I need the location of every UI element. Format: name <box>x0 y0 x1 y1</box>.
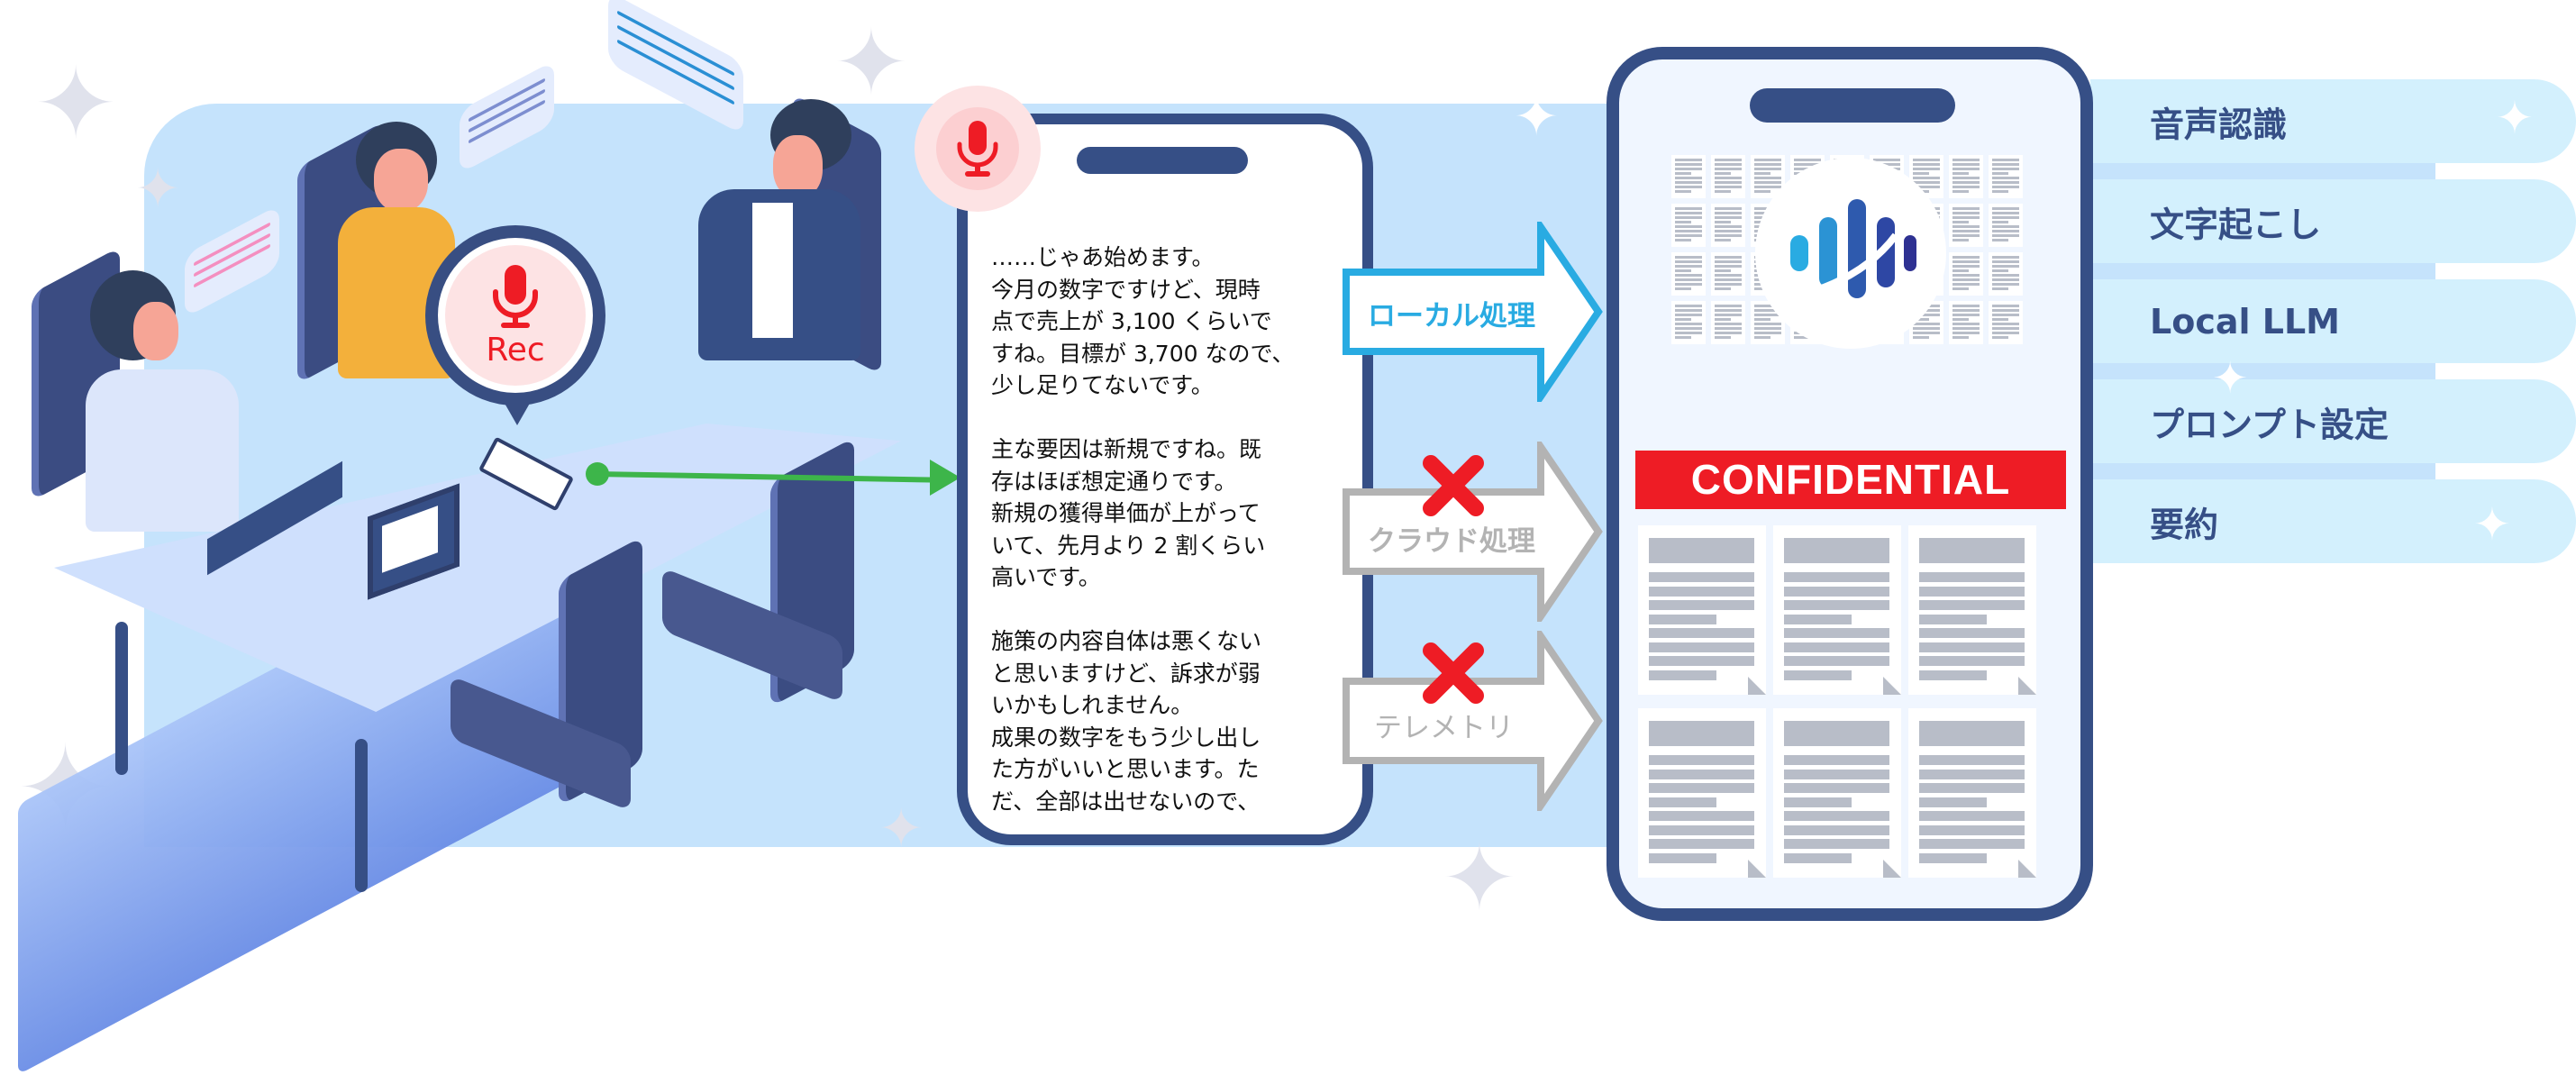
confidential-badge: CONFIDENTIAL <box>1635 451 2066 509</box>
document-icon <box>1909 301 1943 344</box>
feature-divider <box>2090 363 2435 379</box>
feature-item-transcription: 文字起こし <box>2090 179 2576 263</box>
arrow-right-icon <box>1343 442 1603 622</box>
document-icon <box>1671 155 1706 198</box>
document-icon <box>1989 155 2023 198</box>
document-icon <box>1671 252 1706 296</box>
document-icon <box>1908 525 2036 695</box>
sparkle-icon: ✦ <box>34 46 118 161</box>
arrow-right-icon <box>1343 631 1603 811</box>
blocked-x-icon <box>1423 455 1484 516</box>
person-face <box>133 302 178 360</box>
sparkle-icon: ✦ <box>2473 498 2511 551</box>
document-icon <box>1949 204 1983 247</box>
feature-item-local-llm: Local LLM <box>2090 279 2576 363</box>
rec-badge-inner: Rec <box>445 245 586 386</box>
document-icon <box>1773 525 1901 695</box>
document-icon <box>1949 252 1983 296</box>
document-icon <box>1751 301 1785 344</box>
microphone-icon <box>493 264 538 328</box>
document-icon <box>1989 301 2023 344</box>
document-icon <box>1638 525 1766 695</box>
sparkle-icon: ✦ <box>135 158 181 221</box>
feature-item-summary: 要約 ✦ <box>2090 479 2576 563</box>
feature-divider <box>2090 263 2435 279</box>
sparkle-icon: ✦ <box>1442 825 1517 931</box>
document-grid <box>1638 525 2065 878</box>
rec-badge: Rec <box>425 225 605 405</box>
blocked-x-icon <box>1423 642 1484 704</box>
document-icon <box>1638 708 1766 878</box>
app-logo <box>1755 158 1946 349</box>
arrow-right-icon <box>1343 222 1603 402</box>
arrow-right-icon <box>930 460 960 496</box>
document-icon <box>1711 301 1745 344</box>
document-icon <box>1949 301 1983 344</box>
feature-item-prompt-settings: プロンプト設定 ✦ <box>2090 357 2576 463</box>
feature-divider <box>2090 163 2435 179</box>
table-leg <box>115 622 128 775</box>
rec-label: Rec <box>486 331 545 369</box>
person-face <box>773 135 823 198</box>
person-face <box>374 149 428 212</box>
feature-divider <box>2090 463 2435 479</box>
rec-badge-pointer <box>503 400 532 425</box>
flow-label: テレメトリ <box>1374 712 1514 744</box>
document-icon <box>1671 301 1706 344</box>
phone-notch <box>1077 147 1248 174</box>
sparkle-icon: ✦ <box>2496 92 2534 144</box>
feature-label: 要約 <box>2150 505 2219 544</box>
microphone-icon <box>957 121 998 177</box>
audio-wave-logo-icon <box>1790 199 1916 298</box>
recording-indicator <box>915 86 1041 212</box>
flow-label: クラウド処理 <box>1368 525 1535 558</box>
document-icon <box>1671 204 1706 247</box>
sparkle-icon: ✦ <box>2212 353 2249 404</box>
person-body <box>86 369 239 532</box>
table-leg <box>355 739 368 892</box>
person-shirt <box>752 203 793 338</box>
feature-label: Local LLM <box>2150 301 2340 342</box>
document-icon <box>1711 155 1745 198</box>
document-icon <box>1711 204 1745 247</box>
document-icon <box>1989 252 2023 296</box>
document-icon <box>1909 155 1943 198</box>
document-icon <box>1711 252 1745 296</box>
document-icon <box>1773 708 1901 878</box>
sparkle-icon: ✦ <box>878 797 924 861</box>
sparkle-icon: ✦ <box>1514 86 1560 149</box>
sparkle-icon: ✦ <box>833 10 909 115</box>
phone-notch <box>1750 88 1955 123</box>
document-icon <box>1949 155 1983 198</box>
document-icon <box>1908 708 2036 878</box>
feature-item-speech-recognition: 音声認識 ✦ <box>2090 79 2576 163</box>
feature-label: 文字起こし <box>2150 205 2322 244</box>
feature-label: プロンプト設定 <box>2150 405 2389 444</box>
document-icon <box>1989 204 2023 247</box>
flow-label: ローカル処理 <box>1368 300 1535 333</box>
transcript-text: ……じゃあ始めます。 今月の数字ですけど、現時 点で売上が 3,100 くらいで… <box>991 244 1295 815</box>
feature-label: 音声認識 <box>2150 105 2288 144</box>
